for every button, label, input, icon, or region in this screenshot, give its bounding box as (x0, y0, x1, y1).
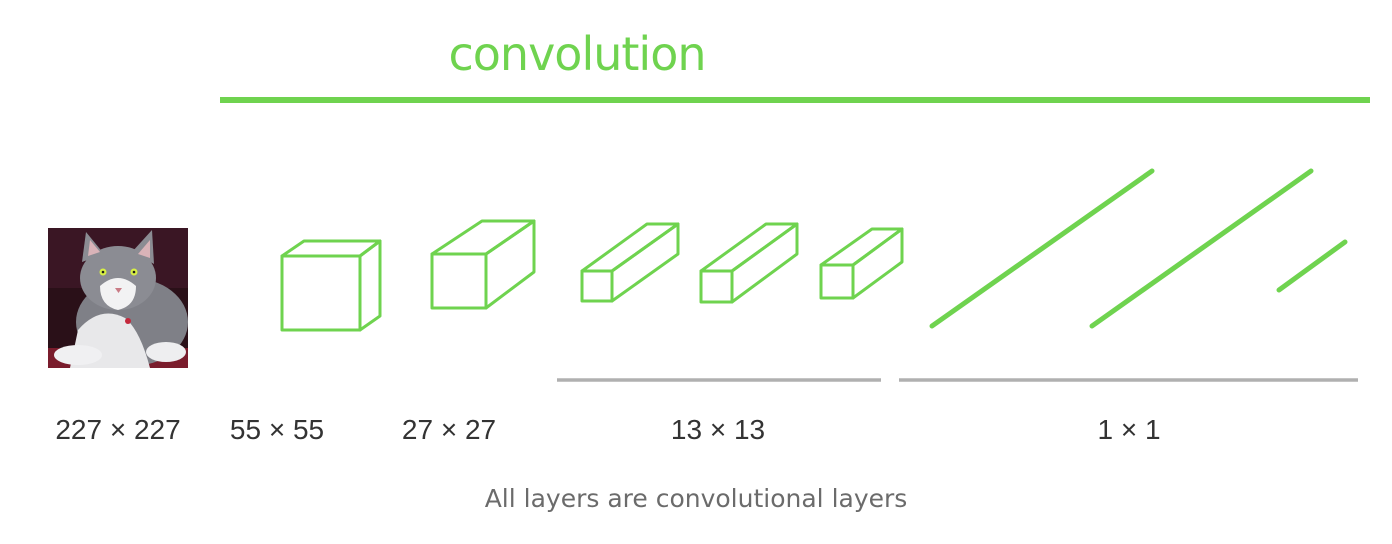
diagram-caption: All layers are convolutional layers (484, 484, 908, 513)
layer-size-label-1: 1 × 1 (1097, 414, 1160, 445)
layer-size-label-27: 27 × 27 (402, 414, 496, 445)
layer-size-label-13: 13 × 13 (671, 414, 765, 445)
convolution-title: convolution (448, 27, 705, 81)
feature-vector-line-b (1089, 168, 1314, 329)
feature-map-cube-55 (280, 239, 382, 332)
input-size-label: 227 × 227 (55, 414, 180, 445)
feature-vector-line-a (929, 168, 1155, 329)
cat-photo-icon (48, 228, 188, 368)
feature-map-box-13-b (699, 222, 799, 304)
feature-map-box-13-a (580, 222, 680, 303)
feature-map-box-13-c (819, 227, 904, 300)
layer-size-label-55: 55 × 55 (230, 414, 324, 445)
feature-map-box-27 (430, 219, 536, 310)
feature-vector-line-c (1276, 239, 1348, 293)
